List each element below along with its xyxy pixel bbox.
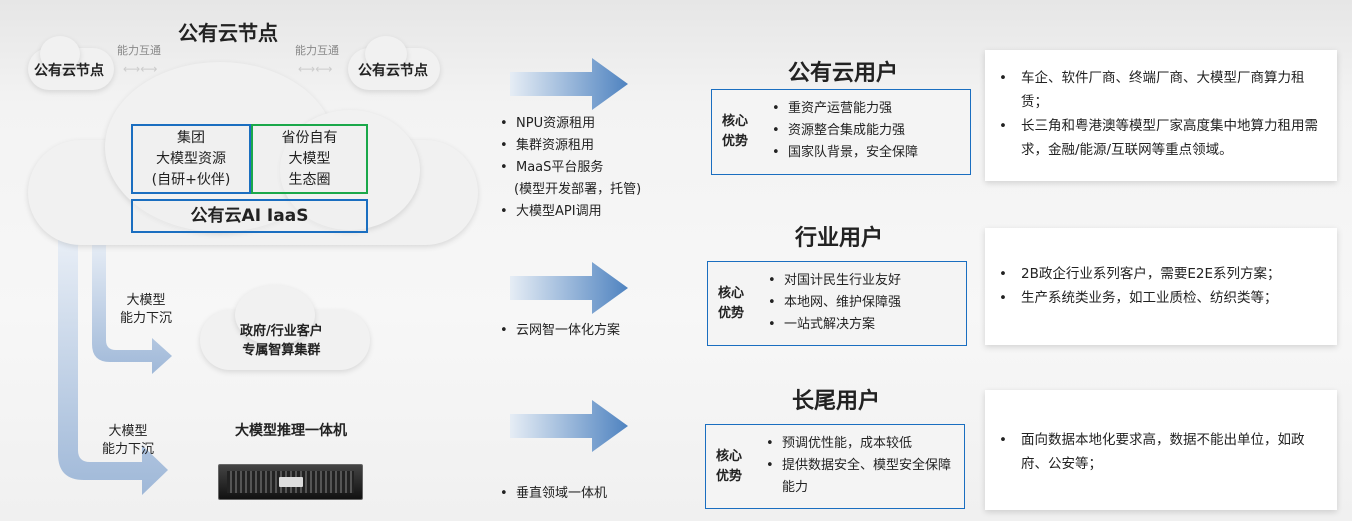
label-line: 核心: [718, 285, 745, 301]
core-label: 核心优势: [716, 447, 748, 487]
core-label: 核心优势: [718, 284, 750, 324]
box-line: 生态圈: [288, 172, 331, 188]
side-node-left: 公有云节点: [34, 63, 104, 79]
side-cloud-left-bump: [40, 36, 80, 72]
bidirectional-arrow-icon: ⟷⟷: [298, 62, 333, 76]
public-service-list: NPU资源租用 集群资源租用 MaaS平台服务 (模型开发部署，托管) 大模型A…: [500, 113, 641, 223]
list-item: 本地网、维护保障强: [768, 292, 958, 314]
list-item: 重资产运营能力强: [772, 98, 962, 120]
label-line: 大模型: [108, 424, 148, 439]
flow-arrow-longtail: [510, 400, 628, 452]
label-line: 优势: [718, 305, 745, 321]
list-item: 一站式解决方案: [768, 314, 958, 336]
segment-title-public: 公有云用户: [788, 61, 899, 86]
side-cloud-right-bump: [365, 36, 407, 72]
top-node-title: 公有云节点: [178, 21, 278, 45]
sub-text: (模型开发部署，托管): [514, 182, 642, 197]
list-item: 云网智一体化方案: [500, 320, 620, 342]
industry-service-list: 云网智一体化方案: [500, 320, 620, 342]
label-line: 能力下沉: [102, 442, 155, 457]
box-line: 省份自有: [281, 130, 338, 146]
box-line: 大模型资源: [156, 151, 226, 167]
list-item: 提供数据安全、模型安全保障能力: [766, 455, 956, 499]
label-line: 大模型: [126, 293, 166, 308]
segment-title-industry: 行业用户: [795, 226, 884, 251]
bidirectional-arrow-icon: ⟷⟷: [123, 62, 158, 76]
label-line: 专属智算集群: [242, 343, 321, 358]
list-item: 预调优性能，成本较低: [766, 433, 956, 455]
list-item: 长三角和粤港澳等模型厂家高度集中地算力租用需求，金融/能源/互联网等重点领域。: [999, 114, 1323, 162]
gov-cloud-bump: [235, 285, 315, 345]
sink-arrows: [58, 240, 172, 495]
group-model-box: 集团大模型资源 (自研+伙伴): [131, 124, 251, 194]
box-line: 集团: [177, 130, 205, 146]
list-item: NPU资源租用: [500, 113, 641, 135]
interconnect-label-left: 能力互通: [117, 44, 161, 57]
flow-arrow-industry: [510, 262, 628, 314]
core-label: 核心优势: [722, 112, 754, 152]
list-item: 面向数据本地化要求高，数据不能出单位，如政府、公安等；: [999, 428, 1323, 476]
list-item: 资源整合集成能力强: [772, 120, 962, 142]
label-line: 优势: [716, 468, 743, 484]
server-appliance-image: [218, 464, 363, 500]
list-item: 垂直领域一体机: [500, 483, 607, 505]
sink-arrow-1: [92, 240, 172, 374]
label-line: 核心: [716, 448, 743, 464]
detail-card-industry: 2B政企行业系列客户，需要E2E系列方案；生产系统类业务，如工业质检、纺织类等；: [985, 228, 1337, 345]
list-item: 生产系统类业务，如工业质检、纺织类等；: [999, 286, 1323, 310]
interconnect-label-right: 能力互通: [295, 44, 339, 57]
iaas-box: 公有云AI IaaS: [131, 199, 368, 233]
list-item: 大模型API调用: [500, 201, 641, 223]
list-item: 集群资源租用: [500, 135, 641, 157]
label-line: 能力下沉: [120, 311, 173, 326]
gov-cluster-label: 政府/行业客户专属智算集群: [240, 322, 323, 360]
label-line: 优势: [722, 134, 749, 149]
label-line: 政府/行业客户: [240, 324, 323, 339]
sink-label-2: 大模型能力下沉: [102, 423, 154, 459]
label-line: 核心: [722, 114, 749, 129]
side-node-right: 公有云节点: [358, 63, 428, 79]
detail-card-public: 车企、软件厂商、终端厂商、大模型厂商算力租赁；长三角和粤港澳等模型厂家高度集中地…: [985, 50, 1337, 181]
list-item: 车企、软件厂商、终端厂商、大模型厂商算力租赁；: [999, 66, 1323, 114]
sink-arrow-2: [58, 240, 168, 495]
sink-label-1: 大模型能力下沉: [120, 292, 172, 328]
list-item: 2B政企行业系列客户，需要E2E系列方案；: [999, 262, 1323, 286]
appliance-title: 大模型推理一体机: [235, 423, 347, 439]
longtail-service-list: 垂直领域一体机: [500, 483, 607, 505]
segment-title-longtail: 长尾用户: [792, 389, 881, 414]
flow-arrow-public: [510, 58, 628, 110]
province-model-box: 省份自有大模型生态圈: [251, 124, 368, 194]
box-line: 大模型: [288, 151, 331, 167]
box-line: (自研+伙伴): [151, 172, 231, 188]
list-item: 国家队背景，安全保障: [772, 142, 962, 164]
list-item: MaaS平台服务: [500, 157, 641, 179]
detail-card-longtail: 面向数据本地化要求高，数据不能出单位，如政府、公安等；: [985, 390, 1337, 510]
list-item: 对国计民生行业友好: [768, 270, 958, 292]
list-item-sub: (模型开发部署，托管): [500, 179, 641, 201]
